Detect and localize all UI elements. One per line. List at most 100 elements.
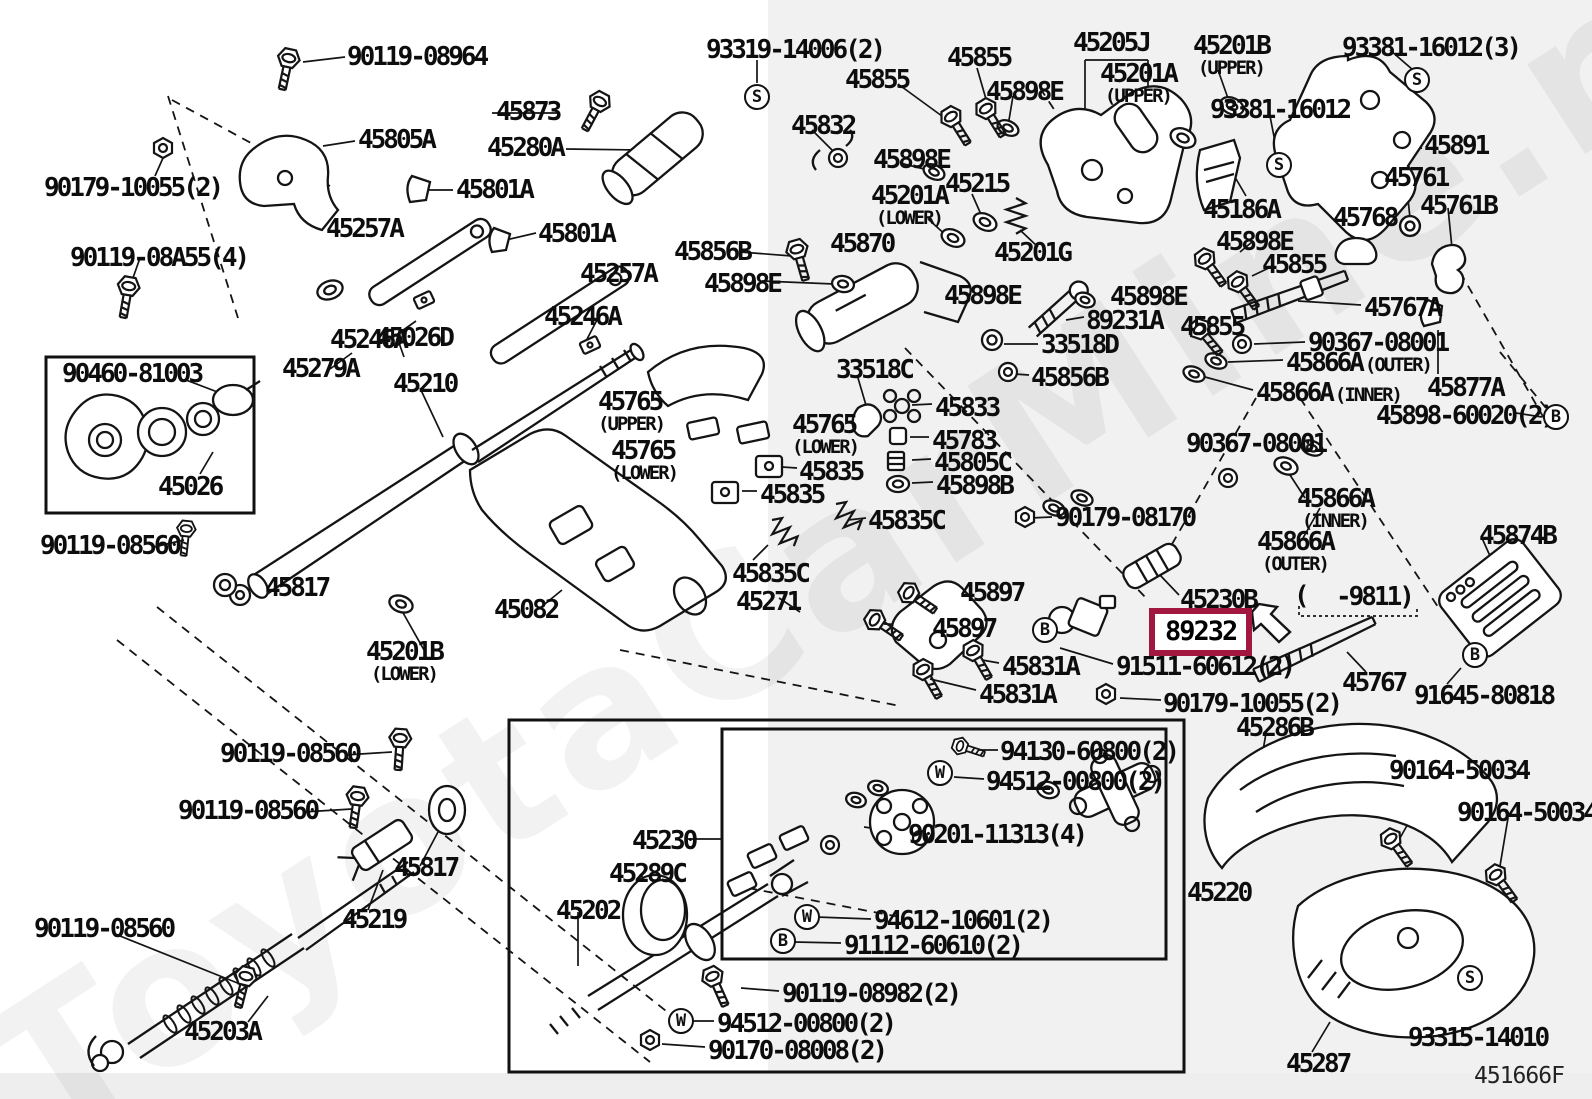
part-label: 45898E bbox=[1216, 227, 1295, 257]
part-label: 45026D bbox=[376, 323, 455, 353]
part-label: 45898E bbox=[873, 145, 952, 175]
letter-marker-S: S bbox=[1404, 67, 1430, 93]
part-label: 45835 bbox=[799, 457, 865, 487]
part-label: 45898E bbox=[1110, 282, 1189, 312]
highlighted-part-89232[interactable]: 89232 bbox=[1149, 608, 1253, 656]
part-label: 94612-10601(2) bbox=[874, 906, 1054, 936]
letter-marker-S: S bbox=[1457, 965, 1483, 991]
part-label: 45832 bbox=[791, 111, 857, 141]
background-strip bbox=[0, 1073, 1592, 1099]
part-label: 45856B bbox=[1031, 363, 1110, 393]
part-label: 45874B bbox=[1479, 521, 1558, 551]
part-label: 45898E bbox=[944, 281, 1023, 311]
part-label: 45856B bbox=[674, 237, 753, 267]
part-label: 93315-14010 bbox=[1408, 1023, 1550, 1053]
part-label: 45201B(UPPER) bbox=[1193, 31, 1272, 79]
part-label: 45817 bbox=[265, 573, 331, 603]
part-label: 45186A bbox=[1203, 195, 1282, 225]
part-label: 45215 bbox=[945, 169, 1011, 199]
part-label: 90119-08964 bbox=[347, 42, 489, 72]
part-label: 45201B(LOWER) bbox=[366, 637, 445, 685]
part-label: 90170-08008(2) bbox=[708, 1036, 888, 1066]
part-label: 45219 bbox=[342, 905, 408, 935]
part-label: 90201-11313(4) bbox=[908, 820, 1088, 850]
part-label: 90119-08560 bbox=[220, 739, 362, 769]
part-label: 45855 bbox=[1262, 250, 1328, 280]
part-label: 45891 bbox=[1424, 131, 1490, 161]
part-label: 45210 bbox=[393, 369, 459, 399]
part-label: 33518D bbox=[1041, 330, 1120, 360]
part-label: 45835 bbox=[760, 480, 826, 510]
part-label: 93319-14006(2) bbox=[706, 35, 886, 65]
part-label: 90119-08560 bbox=[178, 796, 320, 826]
part-label: 90367-08001 bbox=[1186, 429, 1328, 459]
part-label: 45866A(INNER) bbox=[1297, 484, 1376, 532]
part-label: 94512-00800(2) bbox=[986, 767, 1166, 797]
part-label: 45201A(LOWER) bbox=[871, 181, 950, 229]
part-label: 451666F bbox=[1474, 1063, 1565, 1089]
part-label: 91112-60610(2) bbox=[844, 931, 1024, 961]
part-label: 45202 bbox=[556, 896, 622, 926]
part-label: 91645-80818 bbox=[1414, 681, 1556, 711]
part-label: 45855 bbox=[1180, 312, 1246, 342]
part-label: 45257A bbox=[326, 214, 405, 244]
part-label: 45765(UPPER) bbox=[598, 387, 666, 435]
part-label: 45801A bbox=[538, 219, 617, 249]
letter-marker-B: B bbox=[1032, 617, 1058, 643]
part-label: 45201G bbox=[994, 238, 1073, 268]
part-label: 33518C bbox=[836, 355, 915, 385]
part-label: 45855 bbox=[845, 65, 911, 95]
part-label: 90179-10055(2) bbox=[1163, 689, 1343, 719]
letter-marker-W: W bbox=[927, 760, 953, 786]
part-label: 45246A bbox=[544, 302, 623, 332]
part-label: 45220 bbox=[1187, 878, 1253, 908]
part-label: 45898E bbox=[704, 269, 783, 299]
part-label: 45767 bbox=[1342, 668, 1408, 698]
letter-marker-B: B bbox=[1543, 404, 1569, 430]
part-label: 45866A(OUTER) bbox=[1286, 348, 1433, 378]
part-label: 90460-81003 bbox=[62, 359, 204, 389]
part-label: 90367-08001 bbox=[1308, 328, 1450, 358]
part-label: 45082 bbox=[494, 595, 560, 625]
part-label: 45831A bbox=[1002, 652, 1081, 682]
part-label: 45866A(INNER) bbox=[1256, 378, 1403, 408]
part-label: 45873 bbox=[496, 97, 562, 127]
part-label: 45765(LOWER) bbox=[792, 410, 860, 458]
part-label: 45765(LOWER) bbox=[611, 436, 679, 484]
letter-marker-W: W bbox=[794, 904, 820, 930]
part-label: 90164-50034 bbox=[1389, 756, 1531, 786]
part-label: 91511-60612(2) bbox=[1116, 652, 1296, 682]
part-label: 45271 bbox=[736, 587, 802, 617]
part-label: 90179-10055(2) bbox=[44, 173, 224, 203]
part-label: 45805A bbox=[358, 125, 437, 155]
part-label: 45026 bbox=[158, 472, 224, 502]
part-label: 45835C bbox=[732, 559, 811, 589]
part-label: 45855 bbox=[947, 43, 1013, 73]
part-label: 45870 bbox=[830, 229, 896, 259]
part-label: 90119-08560 bbox=[34, 914, 176, 944]
part-label: 93381-16012(3) bbox=[1342, 33, 1522, 63]
part-label: 45761 bbox=[1384, 163, 1450, 193]
part-label: 45768 bbox=[1333, 203, 1399, 233]
part-label: 45289C bbox=[609, 859, 688, 889]
part-label: 45898B bbox=[936, 471, 1015, 501]
part-label: ( bbox=[1294, 581, 1310, 611]
part-label: 45805C bbox=[934, 448, 1013, 478]
part-label: 45835C bbox=[868, 506, 947, 536]
part-label: 45817 bbox=[394, 853, 460, 883]
part-label: 45783 bbox=[932, 426, 998, 456]
part-label: 45230 bbox=[632, 826, 698, 856]
part-label: 94512-00800(2) bbox=[717, 1009, 897, 1039]
part-label: 94130-60800(2) bbox=[1000, 737, 1180, 767]
part-label: 45280A bbox=[487, 133, 566, 163]
part-label: 89231A bbox=[1086, 306, 1165, 336]
part-label: 45831A bbox=[979, 680, 1058, 710]
part-label: 45898E bbox=[986, 77, 1065, 107]
letter-marker-S: S bbox=[1266, 152, 1292, 178]
part-label: 90164-50034 bbox=[1457, 798, 1592, 828]
part-label: 45801A bbox=[456, 175, 535, 205]
part-label: 45767A bbox=[1364, 293, 1443, 323]
part-label: 45897 bbox=[932, 614, 998, 644]
part-label: 45833 bbox=[935, 393, 1001, 423]
